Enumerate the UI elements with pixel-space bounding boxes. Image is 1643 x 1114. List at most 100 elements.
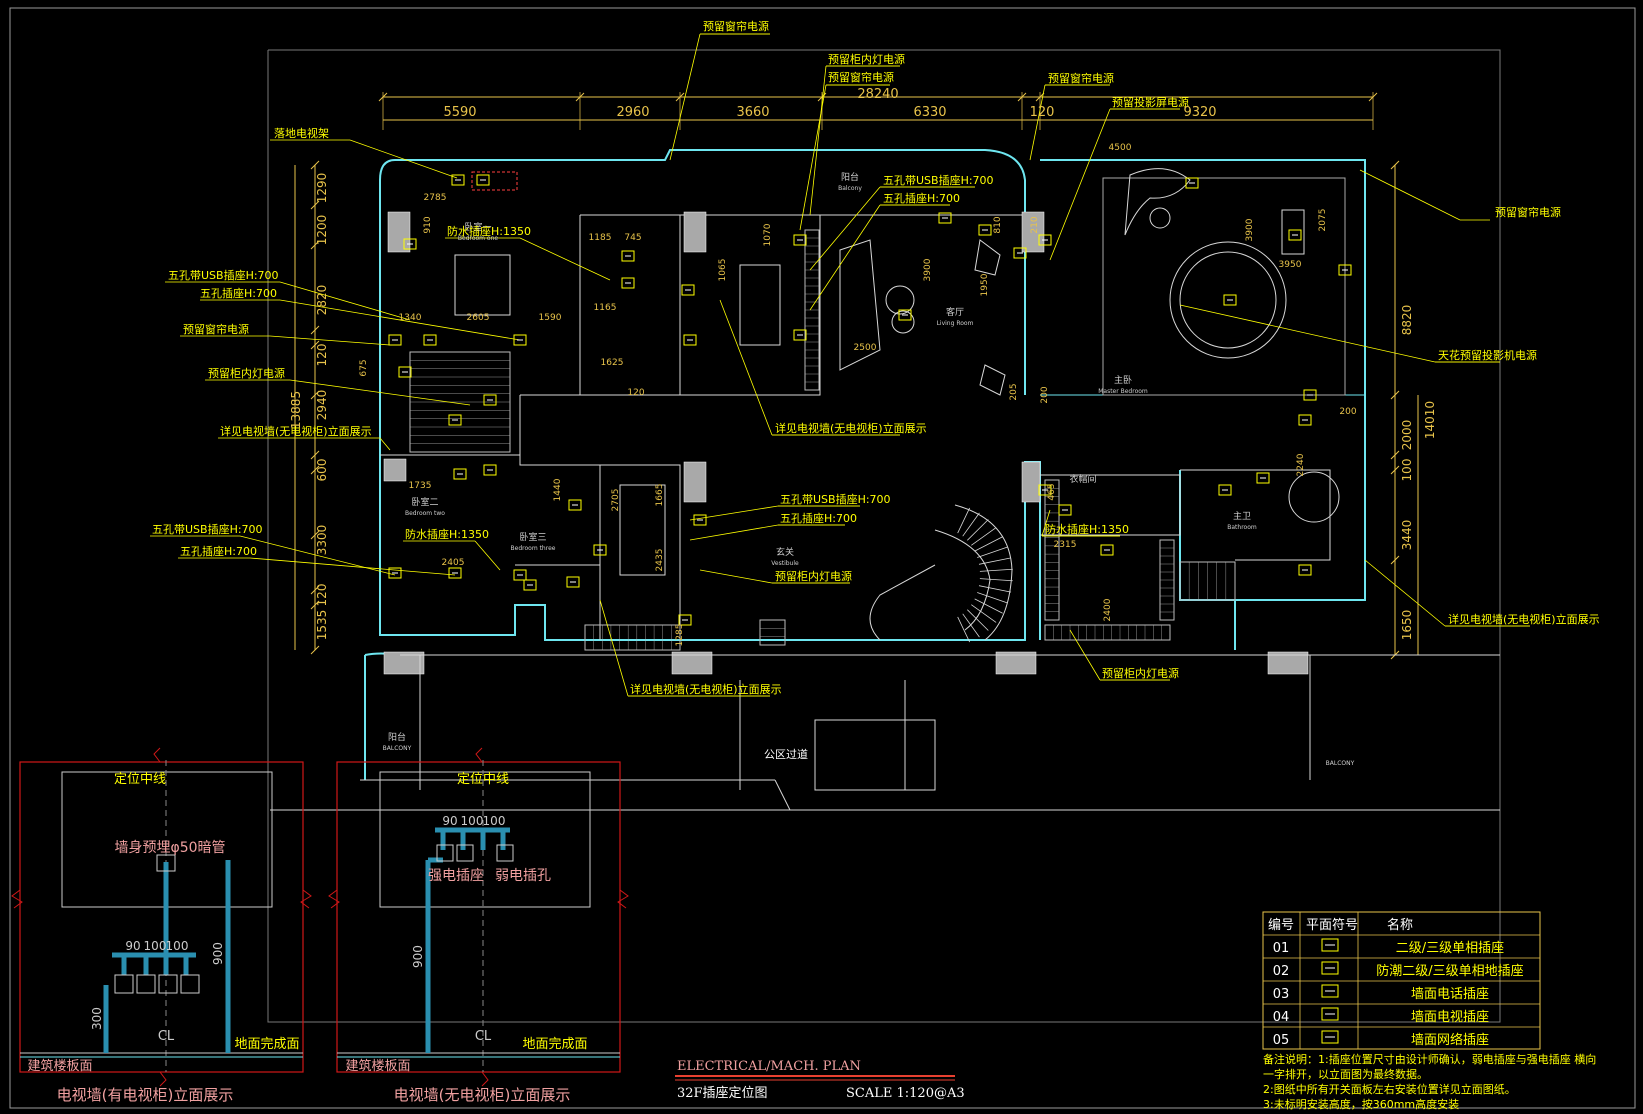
note-line-4: 3:未标明安装高度，按360mm高度安装 xyxy=(1263,1097,1459,1111)
socket-icon xyxy=(1058,504,1072,516)
callout-label: 五孔带USB插座H:700 xyxy=(780,492,891,506)
callout-label: 详见电视墙(无电视柜)立面展示 xyxy=(775,421,927,435)
leader-line xyxy=(799,84,827,231)
dimension-left: 2940 xyxy=(315,390,329,421)
legend-id: 02 xyxy=(1273,964,1290,979)
detail1-floor-finish: 地面完成面 xyxy=(234,1037,299,1052)
detail1-low-height: 300 xyxy=(90,1007,104,1030)
public-corridor-label: 公区过道 xyxy=(764,747,808,761)
leader-line xyxy=(289,379,471,406)
detail2-spacing-1: 90 xyxy=(442,814,457,828)
dimension-left: 3300 xyxy=(315,525,329,556)
dimension-inner: 1065 xyxy=(718,259,728,282)
callout-label: 预留窗帘电源 xyxy=(828,70,894,84)
leader-line xyxy=(269,335,391,346)
legend-name: 墙面电话插座 xyxy=(1411,987,1489,1002)
network-socket-icon xyxy=(1321,1030,1339,1044)
plan-title-cn: 32F插座定位图 xyxy=(677,1086,768,1101)
leader-line xyxy=(279,281,411,321)
socket-icon xyxy=(453,468,467,480)
legend-name: 墙面网络插座 xyxy=(1411,1032,1489,1048)
title-block: ELECTRICAL/MACH. PLAN 32F插座定位图 SCALE 1:1… xyxy=(675,1059,965,1101)
plan-frame xyxy=(267,49,1501,1023)
leader-line xyxy=(719,299,773,436)
dimension-left-total: 13885 xyxy=(289,391,303,429)
dimension-top-total: 28240 xyxy=(857,87,898,102)
callout-label: 预留柜内灯电源 xyxy=(828,52,905,66)
room-name-cn: 主卫 xyxy=(1233,510,1251,522)
socket-icon xyxy=(483,464,497,476)
leader-line xyxy=(1029,84,1046,161)
socket-icon xyxy=(793,234,807,246)
socket-markers xyxy=(388,171,1352,626)
legend-id: 05 xyxy=(1273,1033,1290,1048)
socket-icon xyxy=(621,250,635,262)
note-line-3: 2:图纸中所有开关面板左右安装位置详见立面图纸。 xyxy=(1263,1082,1516,1096)
dimension-left: 120 xyxy=(315,584,329,607)
socket-icon xyxy=(681,284,695,296)
leader-line xyxy=(1041,509,1051,537)
dimension-inner: 205 xyxy=(1009,383,1019,400)
legend-name: 二级/三级单相插座 xyxy=(1396,941,1504,956)
dimension-top: 5590 xyxy=(443,105,476,120)
room-name-en: BALCONY xyxy=(1326,760,1355,767)
dimension-lines xyxy=(294,96,1419,655)
leader-line xyxy=(239,535,396,576)
callout-label: 详见电视墙(无电视柜)立面展示 xyxy=(630,682,782,696)
leader-line xyxy=(689,524,779,541)
room-name-en: Vestibule xyxy=(771,560,799,567)
leader-line xyxy=(809,65,827,216)
room-name-cn: 主卧 xyxy=(1114,374,1132,386)
dimension-inner: 675 xyxy=(359,359,369,376)
socket-icon xyxy=(403,238,417,250)
callout-label: 预留柜内灯电源 xyxy=(1102,666,1179,680)
leader-line xyxy=(249,557,456,576)
room-name-cn: 卧室三 xyxy=(519,531,546,543)
dimension-inner: 1185 xyxy=(589,233,612,243)
dimension-right: 3440 xyxy=(1400,520,1414,551)
dimension-right: 100 xyxy=(1400,459,1414,482)
callout-label: 五孔带USB插座H:700 xyxy=(168,268,279,282)
dimension-inner: 1070 xyxy=(763,223,773,246)
leader-line xyxy=(699,569,773,584)
dimension-right: 1650 xyxy=(1400,610,1414,641)
socket-icon xyxy=(423,334,437,346)
room-name-en: Bedroom two xyxy=(405,510,445,517)
structural-columns xyxy=(383,211,1309,675)
socket-icon xyxy=(451,174,465,186)
dimension-right: 2000 xyxy=(1400,420,1414,451)
dimension-inner: 1285 xyxy=(675,624,685,647)
dimension-inner: 210 xyxy=(1030,216,1040,233)
dimension-inner: 3900 xyxy=(1245,218,1255,241)
socket-icon xyxy=(793,329,807,341)
socket-icon xyxy=(1298,414,1312,426)
socket-icon xyxy=(448,414,462,426)
detail1-height: 900 xyxy=(211,942,225,965)
leader-line xyxy=(474,540,501,571)
dimension-top: 9320 xyxy=(1183,105,1216,120)
callout-label: 五孔插座H:700 xyxy=(200,286,277,300)
leader-line xyxy=(1359,169,1461,221)
detail2-cl-mark: CL xyxy=(475,1029,492,1044)
dimension-right-total: 14010 xyxy=(1423,401,1437,439)
detail2-caption: 电视墙(无电视柜)立面展示 xyxy=(394,1086,571,1104)
callout-label: 五孔带USB插座H:700 xyxy=(883,173,994,187)
socket-icon xyxy=(898,309,912,321)
dimension-inner: 4500 xyxy=(1109,143,1132,153)
legend-name: 墙面电视插座 xyxy=(1411,1010,1489,1025)
detail1-spacing-3: 100 xyxy=(166,939,189,953)
notes: 备注说明：1:插座位置尺寸由设计师确认，弱电插座与强电插座 横向 一字排开，以立… xyxy=(1263,1052,1596,1111)
dimension-inner: 1625 xyxy=(601,358,624,368)
public-corridor xyxy=(270,654,1500,811)
dimension-inner: 1590 xyxy=(539,313,562,323)
socket-icon xyxy=(398,366,412,378)
dimension-inner: 910 xyxy=(423,216,433,233)
leader-line xyxy=(599,599,629,697)
dimension-inner: 2240 xyxy=(1296,453,1306,476)
plan-scale: SCALE 1:120@A3 xyxy=(846,1086,965,1101)
dimension-inner: 2785 xyxy=(424,193,447,203)
legend-header-name: 名称 xyxy=(1387,917,1413,933)
